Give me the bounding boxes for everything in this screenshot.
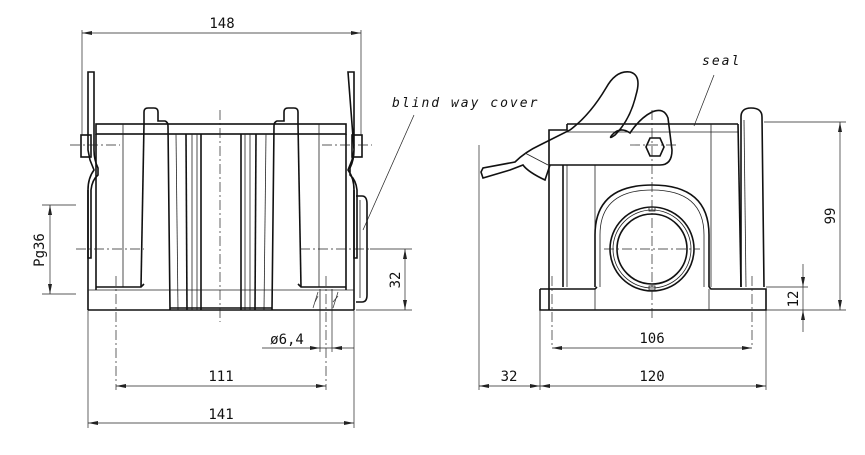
dim-99: 99 bbox=[823, 208, 839, 225]
label-seal: seal bbox=[702, 54, 741, 69]
left-locking-lever bbox=[87, 71, 99, 259]
mounting-hole-section bbox=[312, 289, 339, 310]
hex-nut bbox=[645, 137, 665, 157]
side-right-lever bbox=[740, 107, 765, 288]
blind-way-cover bbox=[356, 195, 368, 303]
right-locking-lever bbox=[347, 71, 358, 259]
left-cavity-floor bbox=[96, 283, 145, 288]
left-lever-nut bbox=[80, 134, 92, 158]
dim-141: 141 bbox=[208, 407, 233, 423]
dim-120: 120 bbox=[639, 369, 664, 385]
dim-148: 148 bbox=[209, 16, 234, 32]
cover-plate bbox=[95, 123, 347, 135]
left-guide-post-edge bbox=[140, 123, 145, 288]
side-base bbox=[539, 286, 767, 311]
right-guide-post-edge bbox=[297, 123, 302, 288]
dim-12: 12 bbox=[786, 291, 802, 308]
left-guide-post bbox=[143, 107, 171, 311]
dim-32-front: 32 bbox=[388, 272, 404, 289]
dim-111: 111 bbox=[208, 369, 233, 385]
dim-hole-diameter: ø6,4 bbox=[270, 332, 304, 348]
dim-106: 106 bbox=[639, 331, 664, 347]
side-locking-lever bbox=[480, 71, 673, 182]
side-body-left bbox=[548, 124, 568, 310]
center-ribs bbox=[175, 133, 267, 311]
right-lever-nut bbox=[351, 134, 363, 158]
right-cavity-floor bbox=[297, 283, 346, 288]
side-dimensions: 99 12 106 32 120 seal bbox=[478, 54, 846, 390]
front-view bbox=[70, 71, 372, 390]
dim-32-side: 32 bbox=[501, 369, 518, 385]
dim-pg36: Pg36 bbox=[32, 233, 48, 267]
front-dimensions: 148 Pg36 32 ø6,4 111 141 bbox=[32, 16, 539, 428]
label-blind-way-cover: blind way cover bbox=[392, 96, 539, 111]
side-view bbox=[480, 71, 767, 346]
right-guide-post bbox=[271, 107, 299, 311]
